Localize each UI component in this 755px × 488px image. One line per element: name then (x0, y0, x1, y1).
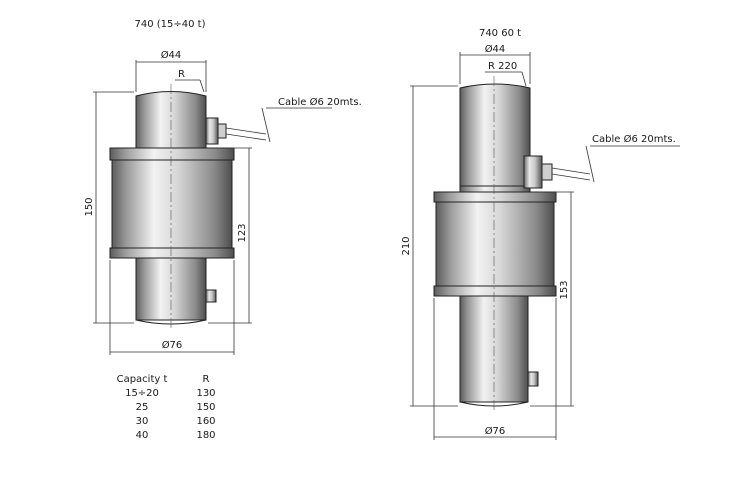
capacity-table: Capacity t R 15÷20 130 25 150 30 160 40 … (108, 372, 236, 442)
left-body (111, 159, 233, 249)
right-flange-bottom (433, 285, 557, 297)
table-row: 40 180 (108, 428, 236, 442)
table-row: 30 160 (108, 414, 236, 428)
table-row: 25 150 (108, 400, 236, 414)
right-flange-top (433, 191, 557, 203)
left-flange-top (109, 147, 235, 161)
right-cable-label: Cable Ø6 20mts. (592, 133, 676, 145)
cell-r: 130 (196, 387, 216, 399)
right-cable (551, 167, 591, 175)
right-load-cell: 740 60 t Ø44 R 220 Cable Ø6 20mts. (401, 28, 680, 440)
right-radius-label: R 220 (488, 61, 517, 72)
right-dia-top-label: Ø44 (485, 43, 506, 55)
table-row: 15÷20 130 (108, 386, 236, 400)
cell-capacity: 30 (135, 415, 149, 427)
left-load-cell: 740 (15÷40 t) Ø44 R Cable Ø6 20mts. (84, 19, 362, 355)
left-height-total-label: 150 (84, 197, 95, 216)
right-dia-bottom-label: Ø76 (485, 425, 506, 437)
header-r: R (202, 373, 210, 385)
cell-capacity: 15÷20 (125, 387, 159, 399)
left-connector (205, 117, 219, 145)
left-height-inner-label: 123 (237, 223, 248, 242)
right-connector (523, 155, 543, 189)
left-cable-label: Cable Ø6 20mts. (278, 96, 362, 108)
cell-r: 150 (196, 401, 216, 413)
table-header: Capacity t R (108, 372, 236, 386)
left-cable (225, 127, 267, 135)
right-body (435, 201, 555, 287)
cell-r: 180 (196, 429, 216, 441)
right-top-cap (459, 83, 531, 191)
cell-capacity: 40 (135, 429, 149, 441)
left-dia-top-label: Ø44 (161, 49, 182, 61)
right-height-total-label: 210 (401, 236, 412, 255)
cell-capacity: 25 (135, 401, 149, 413)
cell-r: 160 (196, 415, 216, 427)
left-radius-label: R (178, 69, 185, 80)
right-height-inner-label: 153 (559, 280, 570, 299)
left-dia-bottom-label: Ø76 (162, 339, 183, 351)
right-title: 740 60 t (479, 28, 521, 39)
header-capacity: Capacity t (116, 373, 168, 385)
left-title: 740 (15÷40 t) (135, 19, 206, 30)
left-flange-bottom (109, 247, 235, 259)
